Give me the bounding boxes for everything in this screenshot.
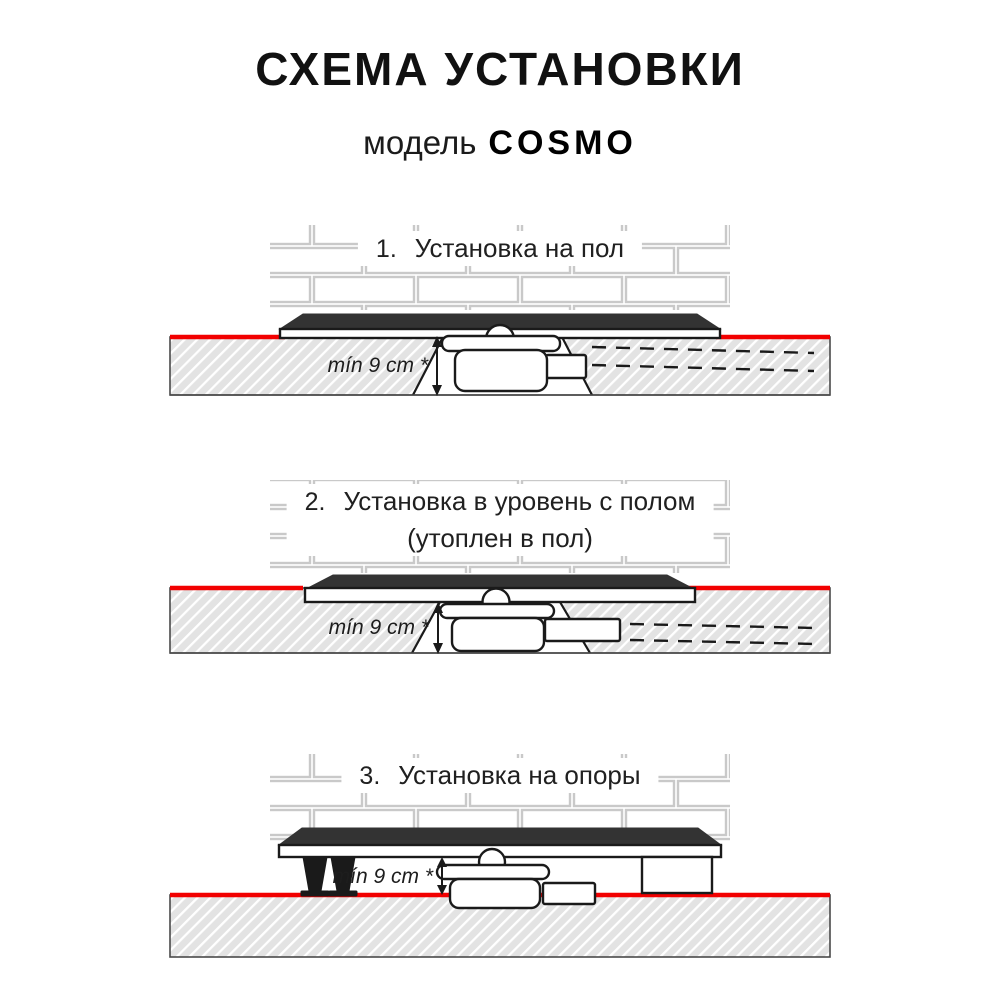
diagram-3-caption: 3. Установка на опоры [341,758,659,793]
drain-siphon [438,587,622,653]
diagram-2-caption: 2. Установка в уровень с полом (утоплен … [286,484,714,556]
caption-text: Установка на опоры [398,760,641,790]
siphon-outlet [543,617,622,643]
diagram-3-install-on-supports: mín 9 cm * 3. Установка на опоры [0,750,1000,965]
siphon-outlet [541,881,597,906]
model-subtitle: модель COSMO [0,124,1000,163]
shower-tray [277,827,723,859]
dimension-annotation: mín 9 cm * [329,602,443,654]
diagram-1-install-on-floor: mín 9 cm * 1. Установка на пол [0,217,1000,412]
model-label: модель [363,124,477,161]
page-header: СХЕМА УСТАНОВКИ модель COSMO [0,42,1000,163]
diagram-2-install-flush: mín 9 cm * 2. Установка в уровень с поло… [0,478,1000,683]
diagram-1-drawing: mín 9 cm * [169,225,831,396]
siphon-trap [450,616,546,653]
page-title: СХЕМА УСТАНОВКИ [255,43,745,95]
min-depth-label: mín 9 cm * [329,616,430,639]
caption-subtext: (утоплен в пол) [407,523,593,553]
tray-surface [277,827,723,846]
caption-number: 1. [375,235,397,263]
drain-siphon [440,323,588,393]
siphon-trap [453,348,549,393]
min-depth-label: mín 9 cm * [333,865,434,888]
support-feet [300,855,714,897]
caption-number: 3. [359,762,381,790]
min-depth-label: mín 9 cm * [328,354,429,377]
siphon-flange [440,334,562,353]
support-block [640,855,714,895]
caption-text: Установка на пол [414,233,625,263]
adjustable-foot [302,856,328,892]
caption-text: Установка в уровень с полом [343,486,696,516]
model-name: COSMO [488,124,637,162]
hidden-drain-pipe-dashes [629,622,817,646]
diagram-1-caption: 1. Установка на пол [357,231,643,266]
dimension-annotation: mín 9 cm * [328,336,442,396]
caption-number: 2. [304,488,326,516]
hidden-drain-pipe-dashes [591,345,815,373]
tray-surface [307,574,693,589]
drain-siphon [435,847,597,910]
dimension-annotation: mín 9 cm * [333,857,447,895]
siphon-flange [435,863,551,881]
siphon-outlet [544,353,588,380]
siphon-trap [448,877,542,910]
siphon-flange [438,602,556,620]
